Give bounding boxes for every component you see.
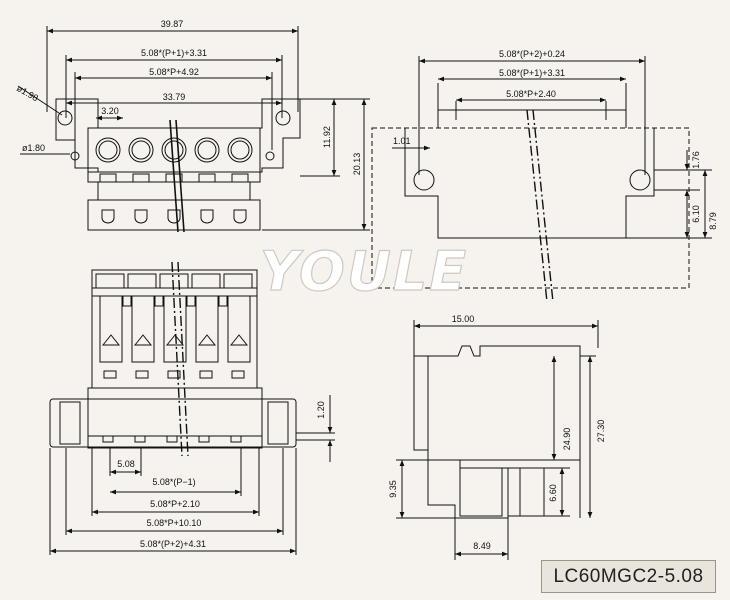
dim-cutout-v3: 8.79 — [708, 212, 718, 230]
dim-top-p-span: 5.08*P+4.92 — [149, 67, 199, 77]
dim-front-pitch: 5.08 — [117, 459, 135, 469]
dim-cutout-offset: 1.01 — [393, 136, 411, 146]
dim-front-p-plus10: 5.08*P+10.10 — [147, 518, 202, 528]
dim-side-h1: 24.90 — [562, 428, 572, 451]
dim-side-width: 15.00 — [452, 314, 475, 324]
dim-hole-large: ø1.98 — [15, 83, 40, 103]
front-view — [49, 261, 335, 555]
dim-side-bottom: 8.49 — [473, 541, 491, 551]
dim-pitch-top: 3.20 — [101, 106, 119, 116]
watermark: YOULE — [260, 240, 468, 303]
dim-side-h2: 27.30 — [596, 420, 606, 443]
screw-heads — [95, 137, 253, 183]
dim-top-p1-span: 5.08*(P+1)+3.31 — [141, 48, 207, 58]
cutout-view — [371, 56, 712, 303]
side-view — [396, 320, 599, 560]
dim-side-mid: 6.60 — [548, 484, 558, 502]
model-label: LC60MGC2-5.08 — [541, 560, 716, 593]
dim-front-pm1: 5.08*(P−1) — [152, 477, 195, 487]
dim-front-side: 1.20 — [316, 401, 326, 419]
top-view — [17, 26, 370, 233]
dim-cutout-v1: 1.76 — [691, 151, 701, 169]
dim-front-p-plus: 5.08*P+2.10 — [150, 499, 200, 509]
dim-cutout-p1-span: 5.08*(P+1)+3.31 — [499, 68, 565, 78]
dim-cutout-p2-span: 5.08*(P+2)+0.24 — [499, 49, 565, 59]
dim-height-inner: 11.92 — [322, 126, 332, 148]
dim-overall-width: 39.87 — [161, 19, 184, 29]
dim-cutout-p-span: 5.08*P+2.40 — [506, 89, 556, 99]
dim-side-left: 9.35 — [388, 480, 398, 498]
dim-hole-small: ø1.80 — [22, 143, 45, 153]
dim-height-total: 20.13 — [352, 153, 362, 176]
dim-front-p2-plus: 5.08*(P+2)+4.31 — [140, 539, 206, 549]
dim-inner-span: 33.79 — [163, 92, 186, 102]
dim-cutout-v2: 6.10 — [691, 205, 701, 223]
